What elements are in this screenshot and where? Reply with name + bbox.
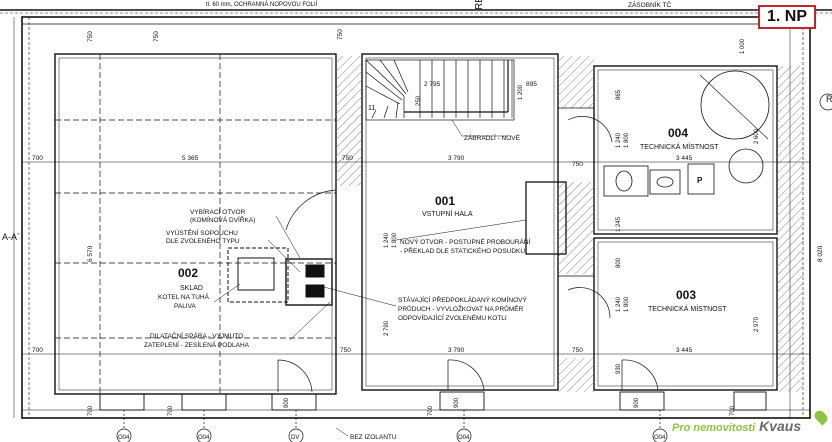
dim-2970-a: 2 970 [754, 316, 760, 332]
dim-250: 250 [416, 95, 422, 106]
dim-750-d: 750 [572, 347, 583, 354]
dim-1240-a: 1 240 [616, 132, 622, 148]
chimney-note-2: PRŮDUCH - VYVLOŽKOVAT NA PRŮMĚR [398, 304, 524, 313]
dim-750-top-2: 750 [153, 31, 160, 42]
flue-note-2: DLE ZVOLENÉHO TYPU [166, 236, 240, 245]
joint-note: DILATAČNÍ SPÁRA - VYJMUTO [150, 331, 243, 340]
dim-1800-a: 1 800 [624, 132, 630, 148]
heat-pump-tank [603, 70, 770, 197]
structural-pier [525, 181, 567, 255]
dim-750-top-mid: 750 [337, 29, 344, 40]
doors [277, 107, 659, 393]
stair-count: 11 [368, 105, 375, 112]
dim-700-b3: 700 [428, 405, 434, 416]
dim-3790: 3 790 [448, 155, 465, 162]
dim-895: 895 [526, 81, 537, 88]
dim-750-a: 750 [342, 155, 353, 162]
outer-walls [21, 16, 811, 419]
room-002-number: 002 [178, 266, 198, 280]
section-mark-top: RE [474, 0, 485, 10]
room-003-name: TECHNICKÁ MÍSTNOST [648, 304, 727, 313]
bottom-openings [99, 391, 767, 411]
room-001-outline [361, 53, 559, 391]
branding-logo: Kvaus [759, 418, 802, 434]
opening-note: NOVÝ OTVOR - POSTUPNÉ PROBOURÁNÍ [400, 237, 531, 246]
branding-text: Pro nemovitosti [672, 422, 756, 434]
stair [365, 59, 515, 121]
wc-label: P [697, 176, 703, 185]
dim-865: 865 [616, 89, 622, 100]
window-tag: O04 [118, 435, 130, 441]
dim-930: 930 [616, 363, 622, 374]
dim-1245: 1 245 [616, 216, 622, 232]
dim-900-a: 900 [284, 397, 290, 408]
boiler-note-2: PALIVA [174, 303, 196, 310]
dim-3445-b: 3 445 [676, 347, 693, 354]
dim-1000: 1 000 [740, 38, 746, 54]
room-001-number: 001 [435, 194, 455, 208]
window-tag: DV [291, 435, 299, 441]
section-mark-circle [819, 93, 832, 111]
chimney-door-note-2: (KOMÍNOVÁ DVÍŘKA) [190, 215, 255, 224]
dim-5365: 5 365 [182, 155, 199, 162]
section-mark-left: A-A´ [2, 232, 20, 242]
chimney-door-note: VYBÍRACÍ OTVOR [190, 207, 246, 216]
dim-700-bottom-left: 700 [32, 347, 43, 354]
dim-700-b2: 700 [168, 405, 174, 416]
dim-700-b1: 700 [88, 405, 94, 416]
dim-700-left: 700 [32, 155, 43, 162]
window-tag: O04 [198, 435, 210, 441]
chimney-note-3: ODPOVÍDAJÍCÍ ZVOLENÉMU KOTLI [398, 313, 507, 322]
boiler-note: KOTEL NA TUHÁ [158, 292, 210, 301]
foil-note: tl. 60 mm, OCHRANNÁ NOPOVOU FOLIÍ [206, 1, 318, 8]
dim-1800-b: 1 800 [392, 232, 398, 248]
opening-note-2: - PŘEKLAD DLE STATICKÉHO POSUDKU [400, 246, 525, 255]
tank-note: ZÁSOBNÍK TČ [628, 0, 672, 9]
dim-2600: 2 600 [754, 128, 760, 144]
dim-3790-b: 3 790 [448, 347, 465, 354]
room-002-name: SKLAD [180, 285, 203, 292]
dimension-lines [13, 17, 810, 418]
dim-700-b4: 700 [730, 405, 736, 416]
room-003-number: 003 [676, 288, 696, 302]
section-mark-right: R [826, 94, 832, 104]
dim-2795: 2 795 [424, 81, 441, 88]
room-001-name: VSTUPNÍ HALA [422, 209, 473, 218]
dim-900-c: 900 [634, 397, 640, 408]
dim-2790: 2 790 [384, 320, 390, 336]
window-tag: O04 [654, 435, 666, 441]
dim-750-b: 750 [572, 161, 583, 168]
dim-1200: 1 200 [518, 84, 524, 100]
dim-1800-c: 1 800 [624, 296, 630, 312]
room-004-name: TECHNICKÁ MÍSTNOST [640, 142, 719, 151]
floor-title-badge: 1. NP [758, 5, 816, 29]
dim-1240-c: 1 240 [616, 296, 622, 312]
dim-8020: 8 020 [817, 245, 824, 262]
joint-note-2: ZATEPLENÍ - ZESÍLENÁ PODLAHA [144, 340, 250, 349]
dim-750-c: 750 [340, 347, 351, 354]
dim-900-b: 900 [454, 397, 460, 408]
dim-800: 800 [616, 257, 622, 268]
chimney-note: STÁVAJÍCÍ PŘEDPOKLÁDANÝ KOMÍNOVÝ [398, 295, 527, 304]
railing-note: ZÁBRADLÍ - NOVÉ [464, 133, 521, 142]
window-tag: O04 [458, 435, 470, 441]
room-004-number: 004 [668, 126, 688, 140]
dim-3445: 3 445 [676, 155, 693, 162]
dim-1240-b: 1 240 [384, 232, 390, 248]
chimney [227, 247, 333, 306]
floor-dash-lines [55, 54, 336, 394]
dim-750-top-left: 750 [87, 31, 94, 42]
flue-note: VYÚSTĚNÍ SOPOUCHU [166, 228, 238, 237]
no-insulation-note: BEZ IZOLANTU [350, 434, 397, 441]
dim-6570: 6 570 [87, 245, 94, 262]
window-tags [116, 410, 668, 442]
leader-lines [213, 119, 527, 341]
